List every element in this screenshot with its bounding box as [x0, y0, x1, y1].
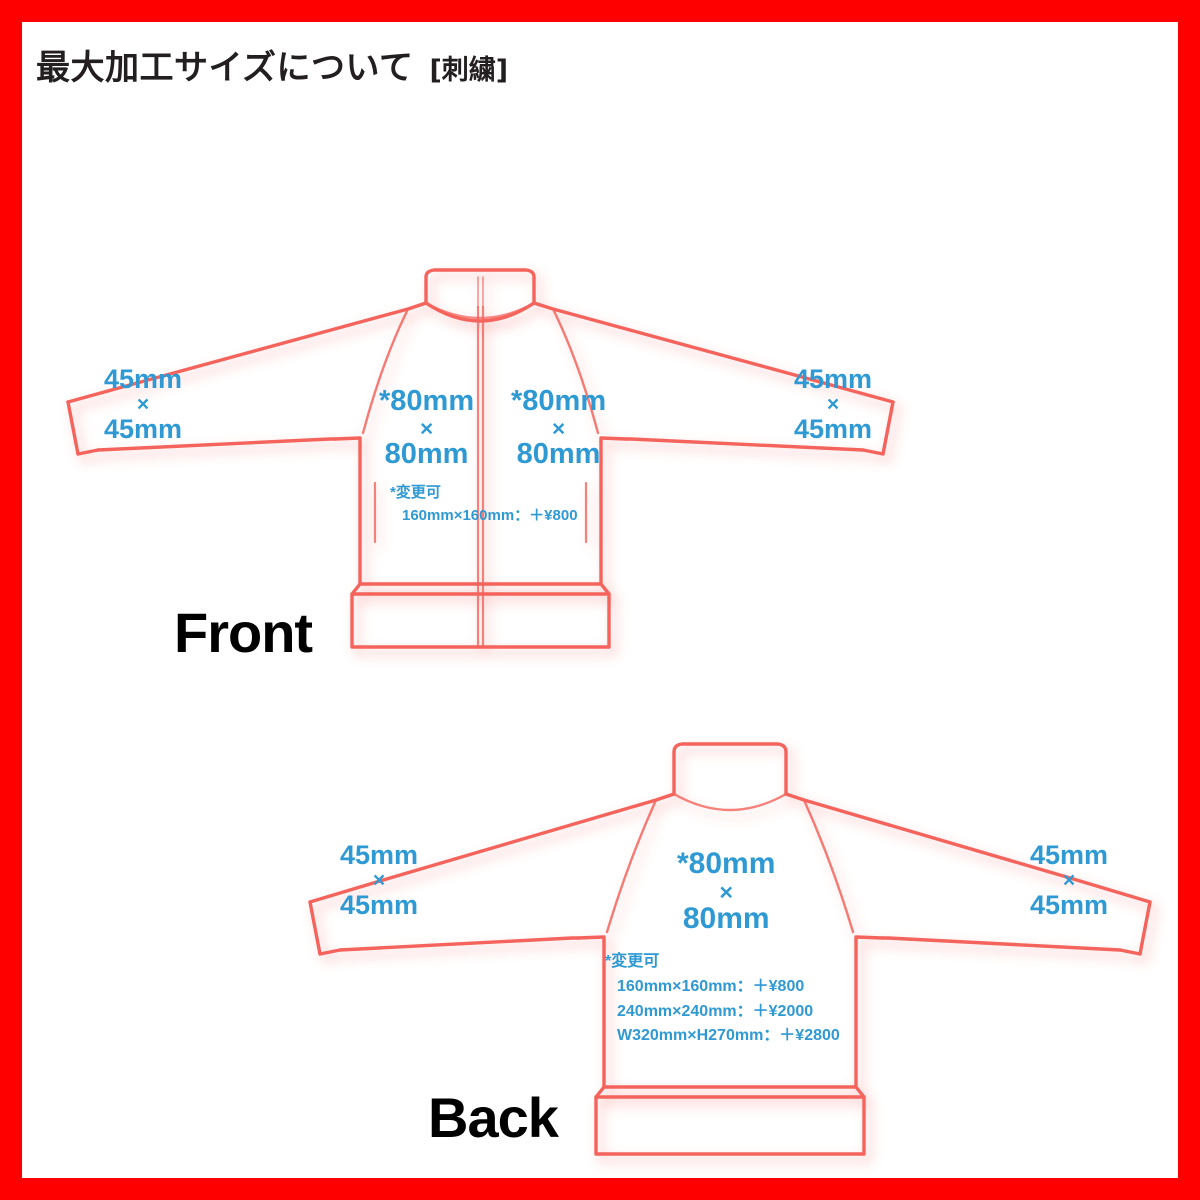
callout-front-right-chest: *80mm × 80mm — [379, 385, 475, 471]
page-title: 最大加工サイズについて [刺繍] — [36, 40, 508, 89]
callout-back-center: *80mm × 80mm — [677, 847, 776, 936]
callout-times: × — [419, 415, 434, 441]
back-size-change-note: *変更可 160mm×160mm：＋¥800 240mm×240mm：＋¥200… — [605, 950, 840, 1049]
callout-line-2: 45mm — [340, 889, 419, 920]
callout-front-right-sleeve: 45mm × 45mm — [794, 364, 873, 444]
page-title-main: 最大加工サイズについて — [36, 48, 414, 88]
back-view-label: Back — [428, 1086, 559, 1149]
callout-line-1: *80mm — [511, 385, 607, 417]
callout-line-1: 45mm — [104, 364, 183, 394]
front-jacket-illustration — [30, 247, 930, 672]
note-header: *変更可 — [390, 484, 441, 501]
note-item: 160mm×160mm：＋¥800 — [617, 977, 805, 995]
callout-line-2: 80mm — [516, 438, 601, 471]
callout-line-1: 45mm — [794, 364, 873, 394]
callout-line-1: 45mm — [1030, 840, 1109, 870]
callout-line-2: 45mm — [104, 413, 183, 444]
callout-times: × — [551, 415, 566, 441]
callout-times: × — [1062, 868, 1076, 892]
callout-times: × — [372, 868, 386, 892]
note-item: 160mm×160mm：＋¥800 — [402, 507, 578, 525]
front-view-label: Front — [174, 601, 313, 664]
callout-line-1: *80mm — [379, 385, 475, 417]
callout-back-left-sleeve: 45mm × 45mm — [340, 840, 419, 920]
callout-front-left-sleeve: 45mm × 45mm — [104, 364, 183, 444]
callout-back-right-sleeve: 45mm × 45mm — [1030, 840, 1109, 920]
callout-line-1: *80mm — [677, 847, 776, 880]
callout-times: × — [826, 392, 840, 416]
diagram-canvas: 最大加工サイズについて [刺繍] — [22, 22, 1178, 1178]
back-jacket-illustration — [270, 722, 1190, 1182]
note-item: W320mm×H270mm：＋¥2800 — [617, 1027, 840, 1045]
note-item: 240mm×240mm：＋¥2000 — [617, 1002, 814, 1020]
front-size-change-note: *変更可 160mm×160mm：＋¥800 — [390, 481, 578, 528]
callout-line-2: 45mm — [1030, 889, 1109, 920]
note-header: *変更可 — [605, 953, 660, 970]
callout-times: × — [719, 878, 734, 905]
page-title-bracket: [刺繍] — [429, 55, 509, 86]
callout-line-2: 80mm — [384, 438, 469, 471]
callout-line-1: 45mm — [340, 840, 419, 870]
callout-line-2: 80mm — [682, 902, 770, 936]
callout-line-2: 45mm — [794, 413, 873, 444]
callout-front-left-chest: *80mm × 80mm — [511, 385, 607, 471]
callout-times: × — [136, 392, 150, 416]
